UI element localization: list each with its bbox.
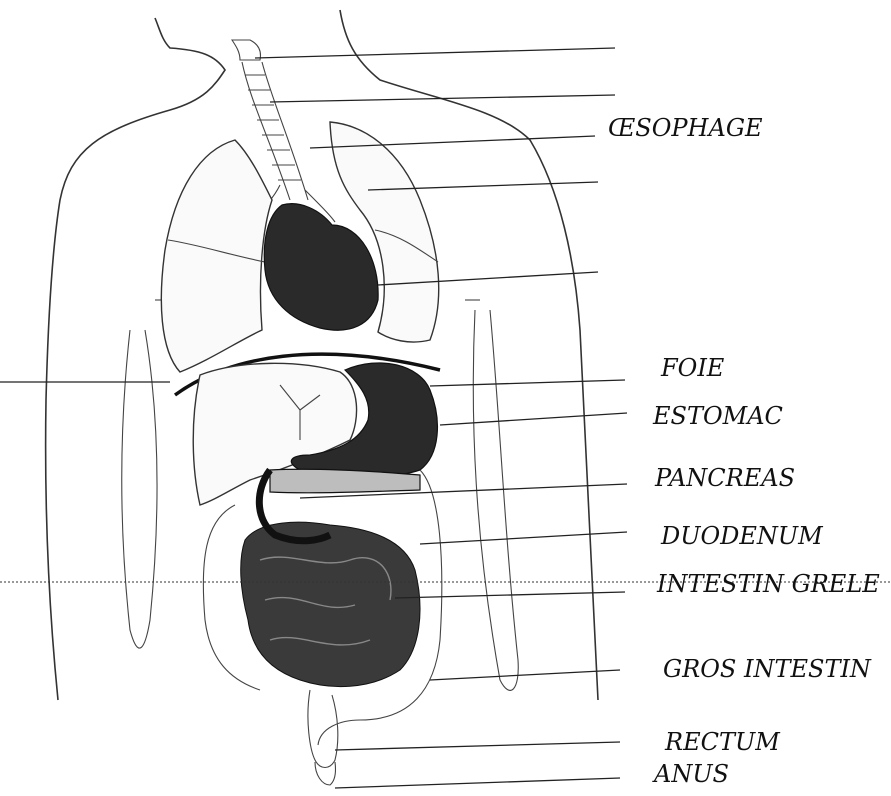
anus <box>315 762 335 785</box>
heart <box>264 204 378 330</box>
label-intestin-grele: INTESTIN GRELE <box>657 572 880 596</box>
label-oesophage: ŒSOPHAGE <box>608 116 763 140</box>
rectum <box>308 690 338 768</box>
label-estomac: ESTOMAC <box>653 404 783 428</box>
pancreas <box>270 469 420 493</box>
label-rectum: RECTUM <box>665 730 780 754</box>
small-intestine <box>241 522 420 686</box>
label-foie: FOIE <box>661 356 724 380</box>
label-gros-intestin: GROS INTESTIN <box>663 657 871 681</box>
label-pancreas: PANCREAS <box>655 466 795 490</box>
label-anus: ANUS <box>654 762 729 786</box>
label-duodenum: DUODENUM <box>661 524 823 548</box>
